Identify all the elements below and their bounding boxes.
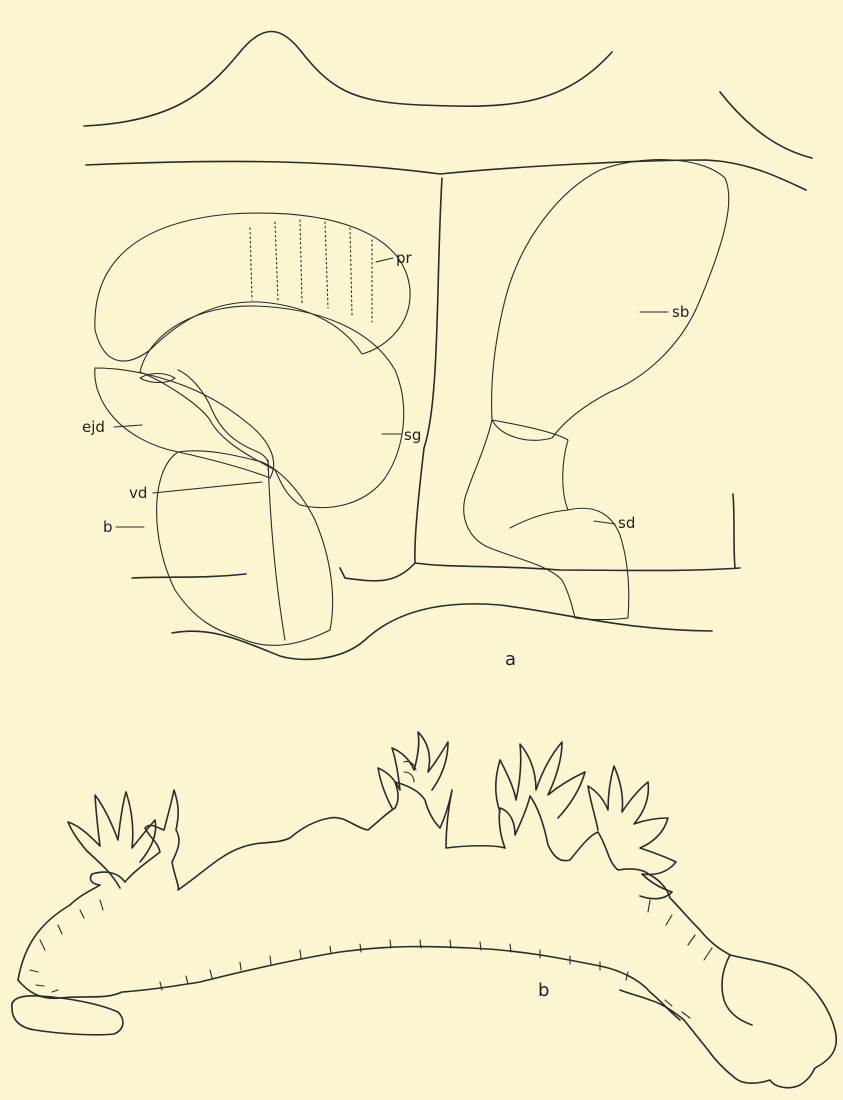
bursa-division [268,460,285,640]
specimen-ventral-outline [18,947,680,1020]
gill-tuft-4 [588,766,676,899]
vertical-septum [415,178,442,563]
label-sg: sg [404,426,421,444]
label-b: b [103,518,113,536]
specimen-dorsal-outline [18,782,836,1088]
bursa [157,451,333,646]
specimen-tail-segment [12,996,123,1035]
body-right-outline [720,92,812,158]
gill-tuft-2-inner [404,761,416,782]
label-ejd: ejd [82,418,105,436]
seminal-duct-edge [510,510,568,528]
label-vd: vd [129,484,147,502]
pr-leader [376,258,393,262]
lower-septum-left [132,574,246,578]
panel-letter-a: a [505,649,516,670]
seminal-gland [140,306,404,508]
label-sd: sd [618,514,635,532]
gill-tuft-2 [378,732,448,808]
ejaculatory-duct [95,368,274,478]
vd-leader [153,482,262,493]
specimen-head-region [722,955,752,1025]
segment-marks [30,900,712,1018]
lower-septum-right [415,563,740,571]
prostate [95,213,410,361]
vas-deferens-loop [140,374,175,383]
label-pr: pr [396,249,413,267]
right-short-wall [733,494,735,568]
body-ventral-outline [172,604,712,660]
panel-b: b [12,732,837,1088]
panel-letter-b: b [538,980,549,1001]
label-sb: sb [672,303,689,321]
seminal-bursa [492,160,729,441]
body-dorsal-outline [84,31,612,126]
gill-tuft-3 [496,742,585,818]
seminal-duct [464,420,629,620]
panel-a: pr sb ejd sg vd b sd a [82,31,812,670]
septum-bend [340,563,415,581]
ejd-leader [114,425,142,427]
